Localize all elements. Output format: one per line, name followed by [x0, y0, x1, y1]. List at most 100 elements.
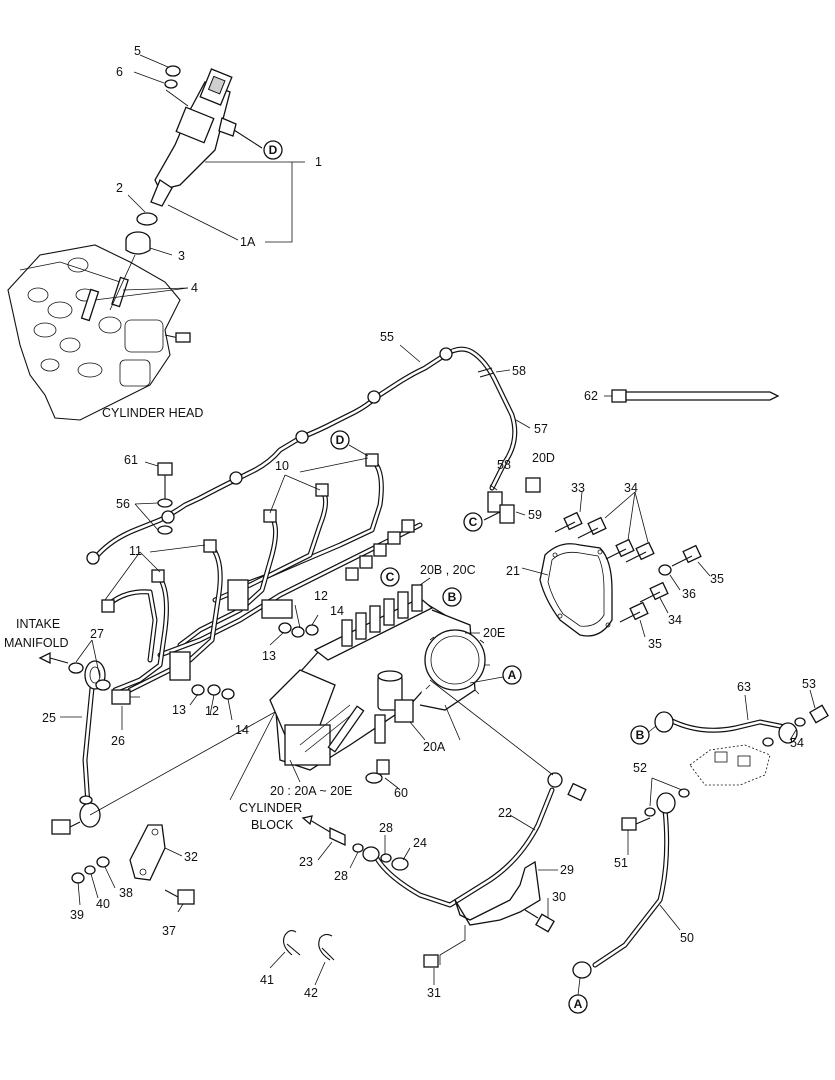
connector-B-pump: B — [442, 587, 462, 607]
cylinder-block-caption-1: CYLINDER — [239, 801, 302, 815]
part-label: 25 — [42, 711, 56, 725]
part-label: 20E — [483, 626, 505, 640]
part-label: 42 — [304, 986, 318, 1000]
part-label: 58 — [497, 458, 511, 472]
oil-line-63 — [644, 689, 829, 747]
part-label: 3 — [178, 249, 185, 263]
injector-leader-bracket — [167, 161, 305, 243]
part-label: 10 — [275, 459, 289, 473]
connector-label: C — [386, 570, 395, 584]
part-label: 40 — [96, 897, 110, 911]
part-label: 37 — [162, 924, 176, 938]
part-label: 55 — [380, 330, 394, 344]
connector-label: B — [636, 728, 645, 742]
part-label: 62 — [584, 389, 598, 403]
part-label: 29 — [560, 863, 574, 877]
part-label: 28 — [379, 821, 393, 835]
part-label: 39 — [70, 908, 84, 922]
part-label: 53 — [802, 677, 816, 691]
connector-label: B — [448, 590, 457, 604]
cylinder-block-caption-2: BLOCK — [251, 818, 294, 832]
part-label: 57 — [534, 422, 548, 436]
part-label: 33 — [571, 481, 585, 495]
bolt-61-washers-56 — [134, 461, 173, 535]
bracket-32 — [71, 824, 195, 913]
cylinder-head-sketch — [7, 244, 191, 421]
intake-manifold-caption-2: MANIFOLD — [4, 636, 69, 650]
fuel-return-line — [86, 344, 531, 565]
connector-D-top: D — [263, 140, 283, 160]
part-label: 14 — [235, 723, 249, 737]
part-label: 21 — [506, 564, 520, 578]
seal-part-3 — [125, 231, 173, 256]
part-label: 13 — [262, 649, 276, 663]
connector-label: C — [469, 515, 478, 529]
injector-assembly — [133, 54, 263, 207]
part-label: 50 — [680, 931, 694, 945]
cylinder-head-caption: CYLINDER HEAD — [102, 406, 203, 420]
bracket-29 — [423, 860, 558, 985]
part-label: 52 — [633, 761, 647, 775]
bolts-33-36 — [554, 491, 711, 638]
part-label: 58 — [512, 364, 526, 378]
connector-B-line: B — [630, 725, 650, 745]
connector-label: D — [269, 143, 278, 157]
part-label: 1 — [315, 155, 322, 169]
part-label: 35 — [710, 572, 724, 586]
part-label: 20D — [532, 451, 555, 465]
part-label: 23 — [299, 855, 313, 869]
injection-pump-20 — [229, 577, 490, 801]
oil-pipe-22 — [301, 679, 587, 908]
part-label: 5 — [134, 44, 141, 58]
part-label: 1A — [240, 235, 256, 249]
pump-range-caption: 20 : 20A ~ 20E — [270, 784, 352, 798]
part-label: 41 — [260, 973, 274, 987]
pump-sub-caption: 20B , 20C — [420, 563, 476, 577]
connector-A-line: A — [568, 977, 588, 1014]
part-label: 61 — [124, 453, 138, 467]
part-label: 31 — [427, 986, 441, 1000]
part-label: 4 — [191, 281, 198, 295]
gasket-21 — [521, 543, 613, 637]
connector-label: A — [508, 668, 517, 682]
part-label: 30 — [552, 890, 566, 904]
part-label: 56 — [116, 497, 130, 511]
part-label: 54 — [790, 736, 804, 750]
connector-C-pump: C — [380, 567, 400, 587]
part-label: 6 — [116, 65, 123, 79]
part-label: 14 — [330, 604, 344, 618]
part-label: 63 — [737, 680, 751, 694]
part-label: 51 — [614, 856, 628, 870]
connector-label: A — [574, 997, 583, 1011]
part-label: 36 — [682, 587, 696, 601]
part-label: 24 — [413, 836, 427, 850]
connector-label: D — [336, 433, 345, 447]
washers-12-13-14 — [189, 604, 319, 721]
part-label: 2 — [116, 181, 123, 195]
part-label: 34 — [668, 613, 682, 627]
part-label: 12 — [314, 589, 328, 603]
part-label: 22 — [498, 806, 512, 820]
intake-manifold-caption-1: INTAKE — [16, 617, 60, 631]
fitting-60 — [365, 759, 399, 789]
connector-D-pipe: D — [330, 430, 369, 457]
part-label: 28 — [334, 869, 348, 883]
banjo-fitting-59 — [483, 477, 541, 524]
part-label: 59 — [528, 508, 542, 522]
part-label: 13 — [172, 703, 186, 717]
part-label: 20A — [423, 740, 446, 754]
boost-pipe-25 — [38, 639, 276, 835]
part-label: 32 — [184, 850, 198, 864]
injection-pipes — [101, 453, 423, 693]
part-label: 27 — [90, 627, 104, 641]
part-label: 38 — [119, 886, 133, 900]
part-label: 35 — [648, 637, 662, 651]
oil-line-50 — [572, 777, 690, 979]
part-label: 12 — [205, 704, 219, 718]
turbo-block-sketch — [689, 744, 771, 786]
part-label: 60 — [394, 786, 408, 800]
part-label: 34 — [624, 481, 638, 495]
part-label: 11 — [129, 544, 142, 558]
